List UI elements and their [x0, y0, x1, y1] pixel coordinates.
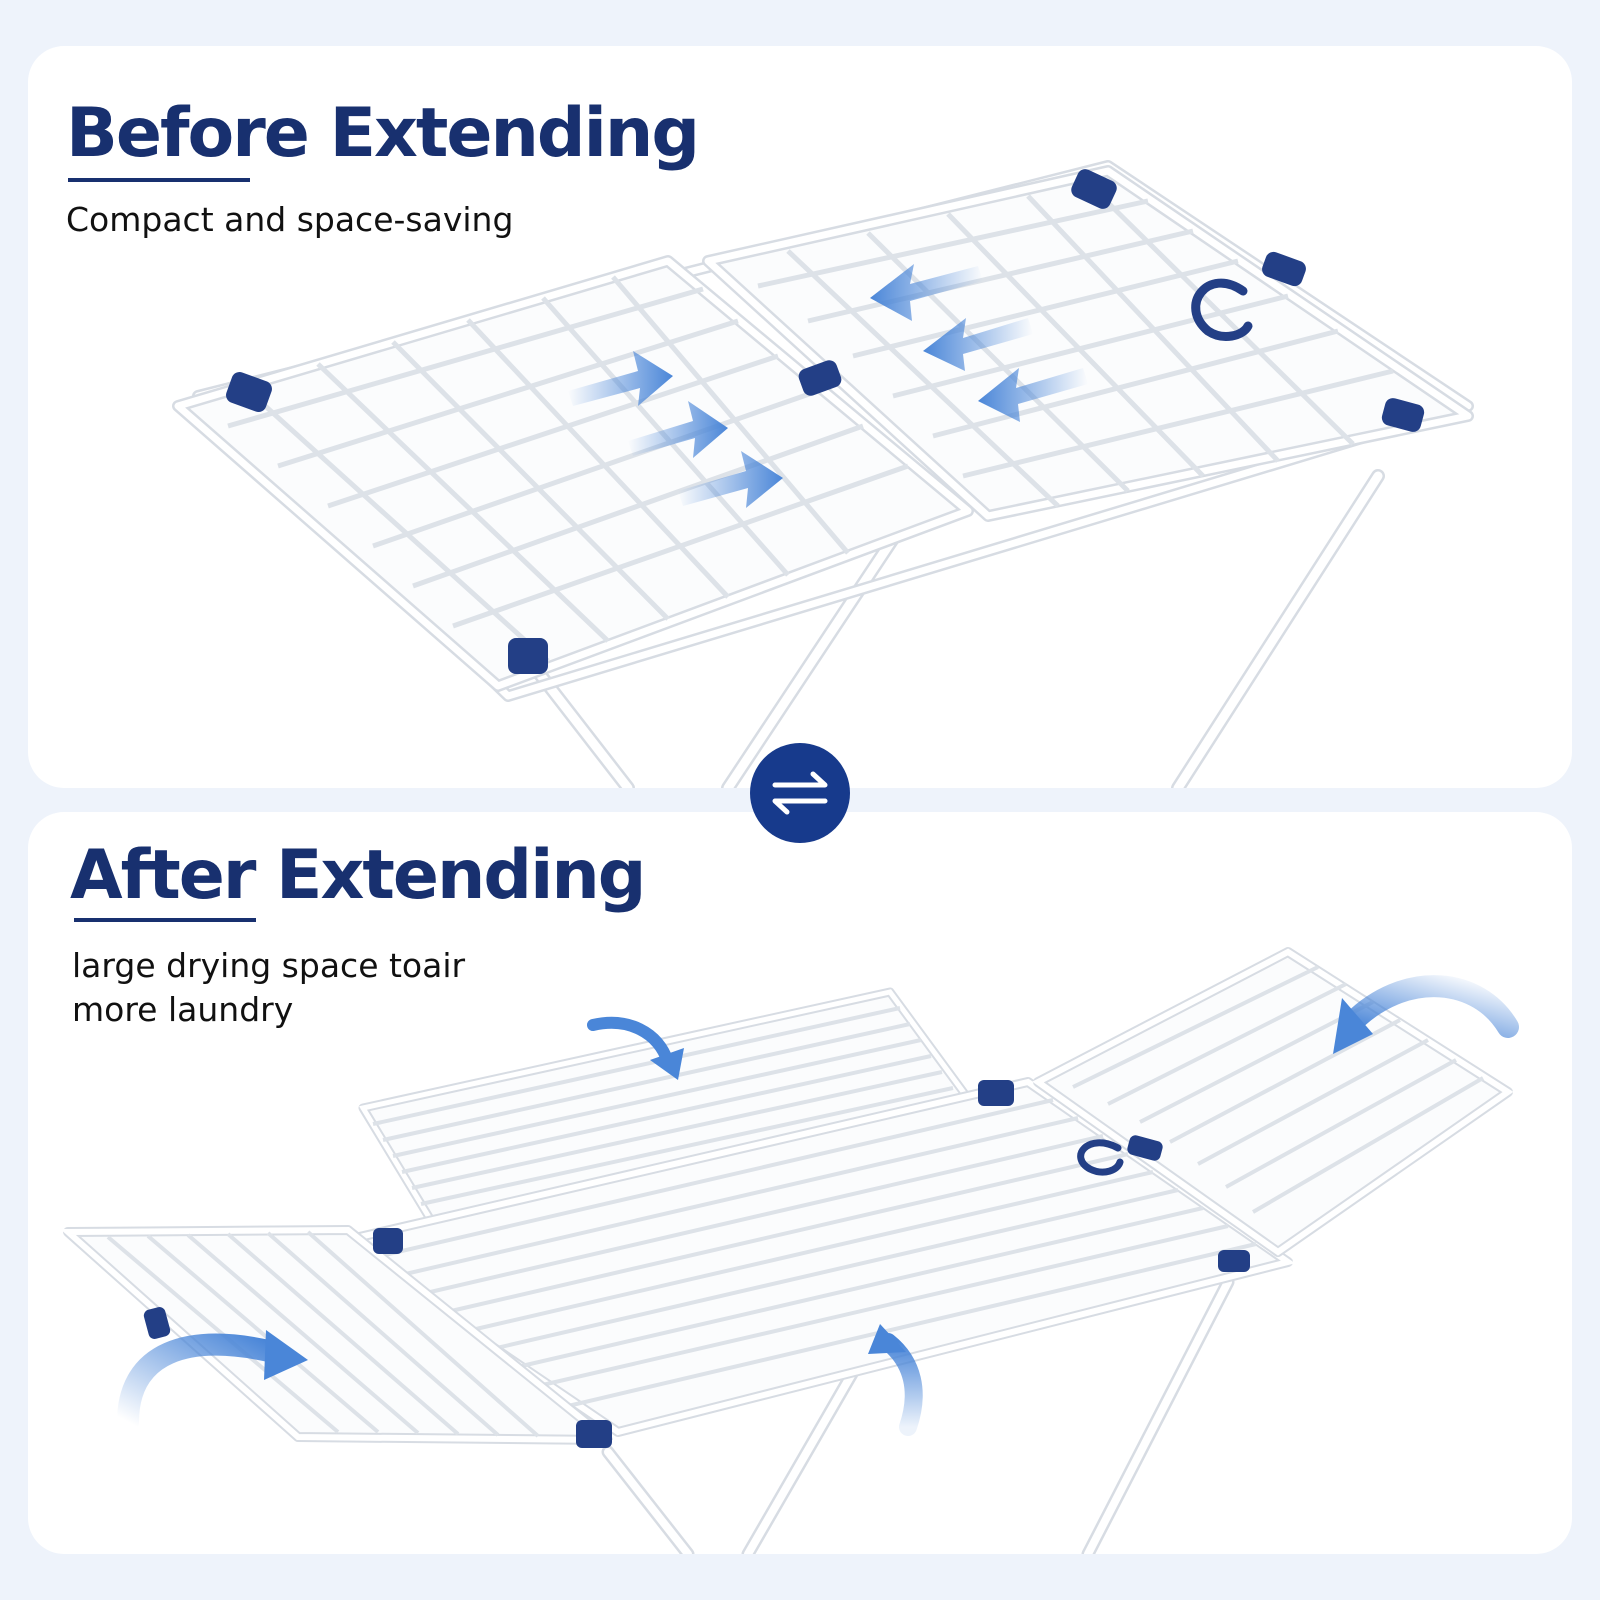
after-subtitle-line-2: more laundry: [72, 990, 294, 1029]
arrow-icon: [628, 401, 728, 458]
arrow-icon: [678, 451, 783, 508]
arrow-icon: [978, 368, 1088, 422]
after-extending-panel: After Extending large drying space toair…: [28, 812, 1572, 1554]
before-extending-title: Before Extending: [66, 94, 700, 173]
hook-icon: [1077, 1139, 1124, 1176]
arrow-icon: [923, 318, 1033, 371]
before-extending-panel: Before Extending Compact and space-savin…: [28, 46, 1572, 788]
folded-drying-rack-illustration: [172, 160, 1474, 788]
extended-drying-rack-illustration: [60, 947, 1519, 1554]
left-wing-grid: [172, 255, 974, 692]
arrow-icon: [587, 1016, 684, 1080]
title-underline: [68, 178, 250, 182]
hinge-clip-icon: [143, 1080, 1250, 1448]
hinge-clip-icon: [226, 169, 1425, 674]
right-wing-grid: [702, 165, 1474, 522]
swap-arrows-icon: [772, 771, 828, 815]
hook-icon: [1191, 278, 1253, 341]
arrow-icon: [870, 264, 983, 321]
title-underline: [74, 918, 256, 922]
arrow-icon: [568, 351, 673, 406]
arrow-icon: [868, 1324, 923, 1436]
after-subtitle-line-1: large drying space toair: [72, 946, 466, 985]
before-extending-subtitle: Compact and space-saving: [66, 200, 514, 239]
right-wing: [1032, 947, 1514, 1257]
arrow-icon: [1333, 975, 1519, 1054]
swap-arrows-button[interactable]: [750, 743, 850, 843]
after-extending-title: After Extending: [70, 836, 646, 915]
after-extending-subtitle: large drying space toair more laundry: [72, 944, 465, 1032]
arrow-icon: [117, 1330, 308, 1433]
